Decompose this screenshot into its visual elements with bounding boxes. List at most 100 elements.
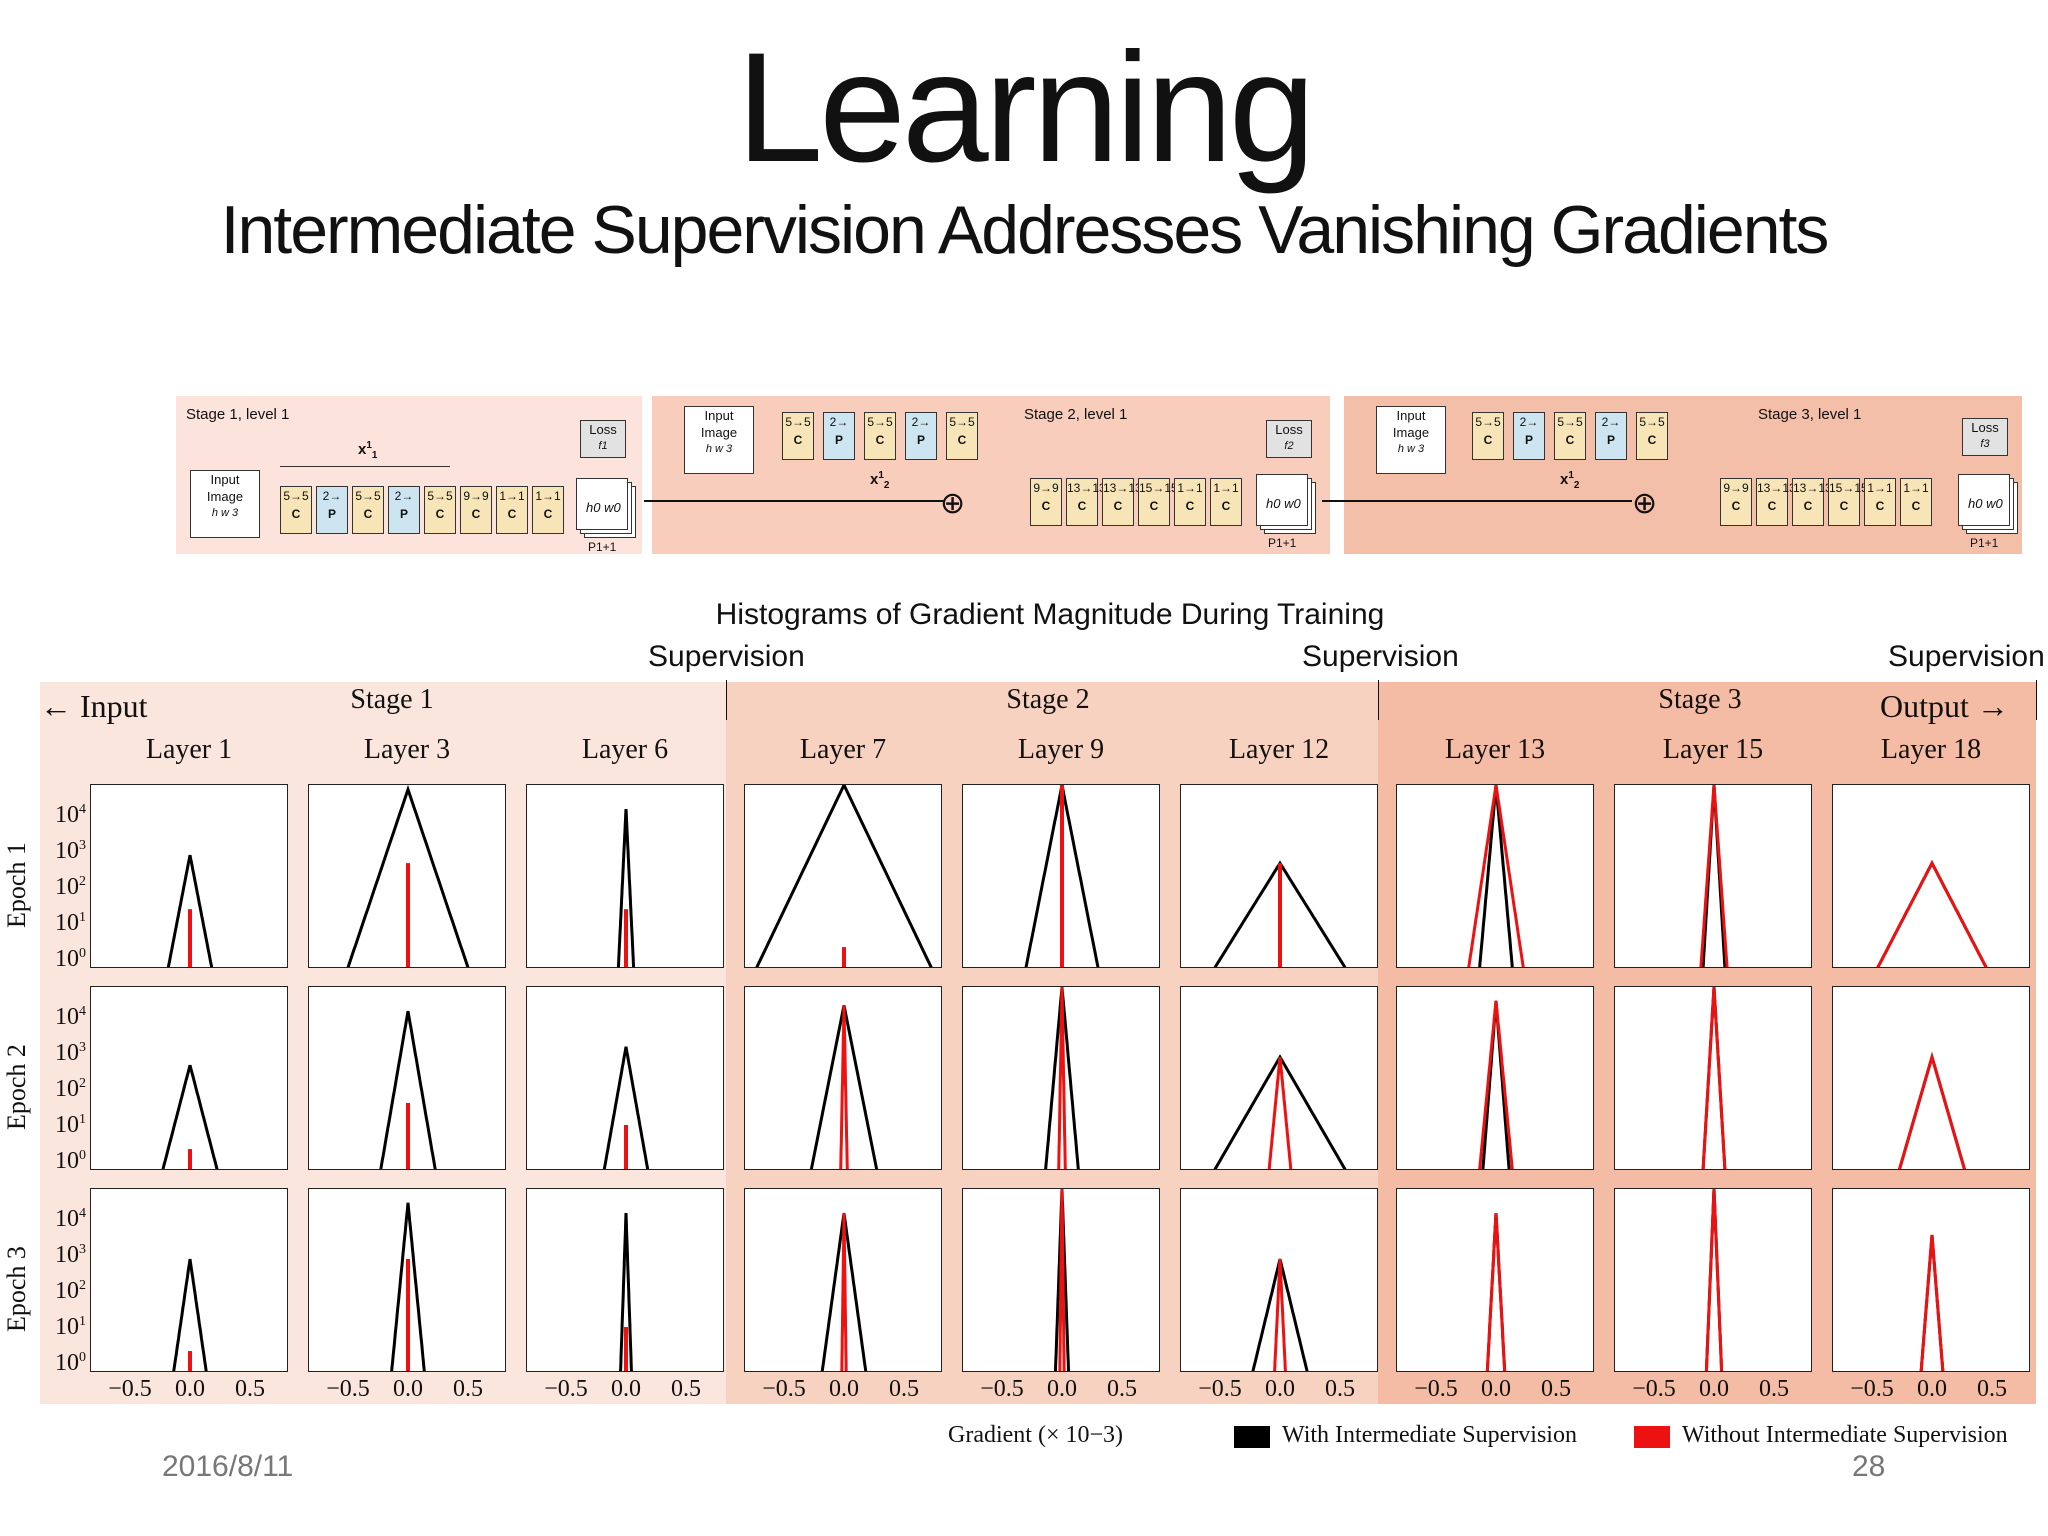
- stage-1-feature-maps-count: P1+1: [588, 540, 617, 554]
- stage-2-shared-block: 2→P: [905, 412, 937, 460]
- stage-2-feature-maps-layer: [1256, 474, 1308, 526]
- series-with-line: [172, 1258, 208, 1371]
- series-without-line: [840, 1213, 848, 1371]
- series-with-line: [390, 1202, 426, 1371]
- histogram-panel: [308, 1188, 506, 1372]
- epoch-label: Epoch 1: [2, 842, 31, 928]
- histogram-panel: [1832, 784, 2030, 968]
- x-tick: 0.0: [1481, 1376, 1511, 1402]
- histogram-panel: [1396, 1188, 1594, 1372]
- stage-1-bracket: [280, 466, 450, 467]
- x-tick: 0.5: [671, 1376, 701, 1402]
- output-label: Output →: [1880, 688, 2009, 724]
- histogram-panel: [1396, 784, 1594, 968]
- x-tick: 0.5: [1107, 1376, 1137, 1402]
- layer-header: Layer 18: [1880, 734, 1982, 765]
- slide-subtitle: Intermediate Supervision Addresses Vanis…: [220, 192, 1830, 268]
- histogram-panel: [90, 784, 288, 968]
- series-without-line: [1876, 859, 1988, 967]
- x-tick: 0.0: [175, 1376, 205, 1402]
- x-tick: −0.5: [108, 1376, 152, 1402]
- layer-header: Layer 3: [363, 734, 451, 765]
- series-without-line: [1701, 987, 1727, 1169]
- histogram-panel: [1396, 986, 1594, 1170]
- layer-header: Layer 12: [1228, 734, 1330, 765]
- series-with-line: [379, 1010, 437, 1169]
- stage-3-feature-maps-layer: [1958, 474, 2010, 526]
- stage-3-shared-block: 2→P: [1513, 412, 1545, 460]
- stage-2-arrow-line: [644, 500, 944, 502]
- stage-1-feature-maps-label: h0 w0: [586, 500, 621, 515]
- y-tick: 101: [55, 1314, 86, 1340]
- stage-3-sum-node: ⊕: [1632, 487, 1658, 520]
- histogram-panel: [1180, 1188, 1378, 1372]
- series-with-line: [1024, 785, 1100, 967]
- stage-header-3: Stage 3: [1658, 684, 1742, 715]
- x-tick: −0.5: [762, 1376, 806, 1402]
- y-tick: 102: [55, 1076, 86, 1102]
- histogram-panel: [526, 1188, 724, 1372]
- stage-2-sum-node: ⊕: [940, 487, 966, 520]
- y-tick: 103: [55, 838, 86, 864]
- series-with-line: [619, 1213, 633, 1371]
- input-label: ← Input: [40, 688, 148, 724]
- legend-label-without: Without Intermediate Supervision: [1682, 1422, 2008, 1448]
- series-with-line: [346, 785, 470, 967]
- layer-header: Layer 15: [1662, 734, 1764, 765]
- stage-1-block: 2→P: [316, 486, 348, 534]
- x-tick: −0.5: [980, 1376, 1024, 1402]
- histogram-panel: [1614, 1188, 1812, 1372]
- histogram-panel: [1614, 986, 1812, 1170]
- histogram-panel: [90, 1188, 288, 1372]
- stage-2-label: Stage 2, level 1: [1024, 406, 1128, 423]
- x-tick: 0.0: [393, 1376, 423, 1402]
- stage-header-1: Stage 1: [350, 684, 434, 715]
- histogram-panel: [90, 986, 288, 1170]
- series-with-line: [1898, 1051, 1966, 1169]
- histogram-panel: [962, 1188, 1160, 1372]
- series-without-line: [839, 1005, 849, 1169]
- series-without-line: [1057, 987, 1067, 1169]
- y-tick: 100: [55, 1350, 86, 1376]
- supervision-label-2: Supervision: [1302, 640, 1459, 673]
- histogram-panel: [744, 784, 942, 968]
- x-tick: −0.5: [326, 1376, 370, 1402]
- series-without-line: [1478, 1000, 1514, 1169]
- y-tick: 100: [55, 946, 86, 972]
- stage-panel-2: [652, 396, 1330, 554]
- layer-header: Layer 7: [799, 734, 887, 765]
- x-tick: 0.5: [1977, 1376, 2007, 1402]
- x-tick: −0.5: [544, 1376, 588, 1402]
- histogram-panel: [1614, 784, 1812, 968]
- stage-1-block: 2→P: [388, 486, 420, 534]
- stage-3-feature-maps-count: P1+1: [1970, 536, 1999, 550]
- y-tick: 102: [55, 874, 86, 900]
- supervision-label-1: Supervision: [648, 640, 805, 673]
- x-tick: −0.5: [1632, 1376, 1676, 1402]
- y-tick: 103: [55, 1040, 86, 1066]
- stage-2-feature-maps-label: h0 w0: [1266, 496, 1301, 511]
- stage-panel-3: [1344, 396, 2022, 554]
- stage-2-shared-block: 2→P: [823, 412, 855, 460]
- series-with-line: [1478, 785, 1514, 967]
- series-without-line: [1699, 785, 1729, 967]
- histogram-panel: [1832, 1188, 2030, 1372]
- series-with-line: [1701, 987, 1727, 1169]
- series-with-line: [602, 1046, 650, 1169]
- x-tick: 0.5: [453, 1376, 483, 1402]
- histogram-panel: [308, 784, 506, 968]
